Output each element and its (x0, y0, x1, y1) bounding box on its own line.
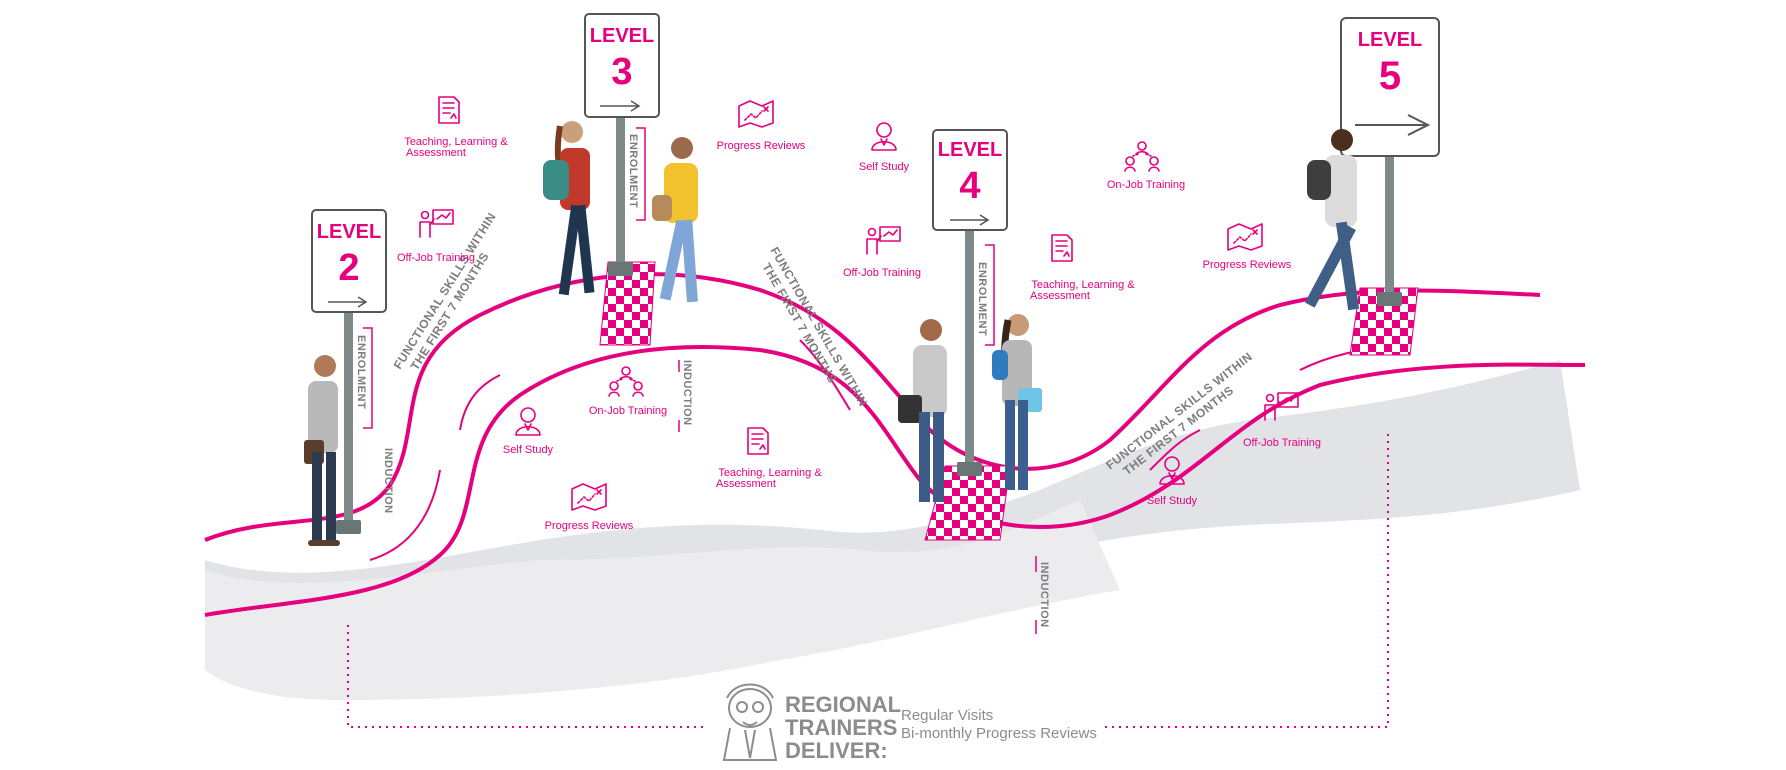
road-bottom-edge (204, 345, 1586, 617)
svg-text:On-Job Training: On-Job Training (589, 405, 667, 417)
svg-text:Off-Job Training: Off-Job Training (397, 252, 475, 264)
svg-text:Teaching, Learning &: Teaching, Learning & (404, 136, 508, 148)
signpost-level-2: LEVEL 2 (311, 209, 387, 534)
map-route-icon (738, 100, 774, 128)
functional-line-1: FUNCTIONAL SKILLS WITHIN (391, 210, 499, 372)
svg-text:Progress Reviews: Progress Reviews (1203, 259, 1292, 271)
enrolment-marker-level-3: ENROLMENT (627, 127, 646, 221)
signpost-level-4: LEVEL 4 (932, 129, 1008, 476)
enrolment-label: ENROLMENT (627, 134, 639, 208)
checker-pad-level-4 (924, 465, 1011, 541)
learner-figure-level-5 (1304, 129, 1360, 311)
sign-word: LEVEL (590, 25, 654, 47)
induction-label: INDUCTION (1038, 562, 1050, 628)
off-job-training-item: Off-Job Training (843, 226, 921, 279)
learner-figure-level-3b (652, 137, 698, 303)
self-study-item: Self Study (1147, 456, 1198, 507)
sign-word: LEVEL (938, 139, 1002, 161)
svg-text:Assessment: Assessment (406, 147, 466, 159)
svg-text:Self Study: Self Study (859, 161, 910, 173)
self-study-item: Self Study (503, 407, 554, 456)
functional-skills-label-1: FUNCTIONAL SKILLS WITHIN THE FIRST 7 MON… (391, 210, 499, 373)
sign-word: LEVEL (317, 221, 381, 243)
student-icon (515, 407, 541, 436)
learner-figure-level-2 (304, 355, 340, 546)
svg-text:Self Study: Self Study (503, 444, 554, 456)
learner-figure-level-4b (992, 314, 1042, 490)
learner-figure-level-4a (898, 319, 947, 502)
induction-marker-level-3: INDUCTION (678, 360, 693, 432)
trainers-title-line-2: TRAINERS (785, 715, 897, 740)
trainers-title-line-3: DELIVER: (785, 738, 888, 763)
presentation-board-icon (866, 226, 901, 255)
document-icon (747, 427, 769, 455)
map-route-icon (571, 483, 607, 511)
document-icon (438, 96, 460, 124)
trainers-title-line-1: REGIONAL (785, 692, 901, 717)
checker-pad-level-3 (599, 261, 656, 346)
sign-number: 3 (611, 51, 632, 93)
svg-text:Assessment: Assessment (716, 478, 776, 490)
enrolment-marker-level-2: ENROLMENT (355, 327, 373, 429)
induction-marker-level-4: INDUCTION (1035, 556, 1050, 634)
road-shadow-lower (205, 500, 1120, 700)
svg-text:Progress Reviews: Progress Reviews (717, 140, 806, 152)
svg-text:Progress Reviews: Progress Reviews (545, 520, 634, 532)
trainers-item-visits: Regular Visits (901, 707, 993, 724)
teaching-assessment-item: Teaching, Learning & Assessment (1030, 234, 1135, 302)
enrolment-marker-level-4: ENROLMENT (976, 244, 995, 346)
induction-label: INDUCTION (681, 360, 693, 426)
map-route-icon (1227, 223, 1263, 251)
svg-text:Off-Job Training: Off-Job Training (843, 267, 921, 279)
induction-label: INDUCTION (382, 448, 394, 514)
on-job-training-item: On-Job Training (1107, 141, 1185, 191)
signpost-level-3: LEVEL 3 (584, 13, 660, 276)
presentation-board-icon (419, 209, 454, 238)
sign-word: LEVEL (1358, 29, 1422, 51)
sign-number: 5 (1379, 54, 1401, 98)
enrolment-label: ENROLMENT (355, 335, 367, 409)
teaching-assessment-item: Teaching, Learning & Assessment (716, 427, 822, 490)
svg-text:Assessment: Assessment (1030, 290, 1090, 302)
trainer-mascot-icon (722, 683, 778, 761)
sign-number: 2 (338, 247, 359, 289)
regional-trainers-block: REGIONAL TRAINERS DELIVER: Regular Visit… (722, 683, 1097, 763)
learner-figure-level-3a (543, 121, 595, 296)
road-top-edge (204, 272, 1541, 542)
team-icon (1124, 141, 1160, 172)
signpost-level-5: LEVEL 5 (1340, 17, 1440, 306)
team-icon (608, 366, 644, 397)
induction-marker-level-2: INDUCTION (382, 448, 394, 514)
progress-reviews-item: Progress Reviews (717, 100, 806, 152)
off-job-training-item: Off-Job Training (397, 209, 475, 264)
sign-number: 4 (959, 165, 980, 207)
self-study-item: Self Study (859, 122, 910, 173)
road-lane-dashes (369, 339, 1391, 561)
document-icon (1051, 234, 1073, 262)
svg-text:Off-Job Training: Off-Job Training (1243, 437, 1321, 449)
enrolment-label: ENROLMENT (976, 262, 988, 336)
progress-reviews-item: Progress Reviews (1203, 223, 1292, 271)
progress-reviews-item: Progress Reviews (545, 483, 634, 532)
on-job-training-item: On-Job Training (589, 366, 667, 417)
svg-text:On-Job Training: On-Job Training (1107, 179, 1185, 191)
student-icon (871, 122, 897, 151)
svg-text:Self Study: Self Study (1147, 495, 1198, 507)
svg-text:Teaching, Learning &: Teaching, Learning & (718, 467, 822, 479)
teaching-assessment-item: Teaching, Learning & Assessment (404, 96, 508, 159)
trainers-item-reviews: Bi-monthly Progress Reviews (901, 725, 1097, 742)
svg-text:Teaching, Learning &: Teaching, Learning & (1031, 279, 1135, 291)
off-job-training-item: Off-Job Training (1243, 392, 1321, 449)
